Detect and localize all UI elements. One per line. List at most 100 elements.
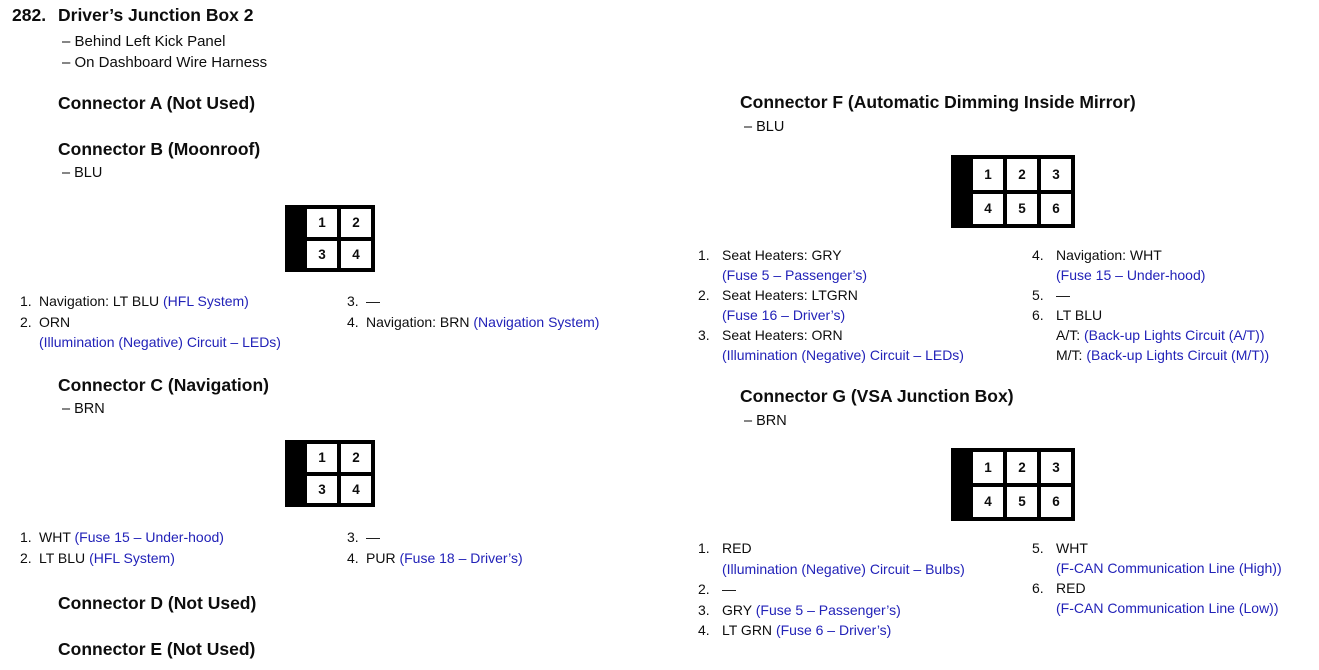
wire-label: LT GRN (722, 622, 776, 638)
pin-cell: 4 (973, 193, 1003, 224)
pin-entry-continuation: (Illumination (Negative) Circuit – LEDs) (698, 345, 1028, 365)
transmission-prefix: M/T: (1056, 347, 1087, 363)
connector-d-heading: Connector D (Not Used) (58, 593, 257, 613)
circuit-link[interactable]: (Fuse 16 – Driver’s) (722, 307, 846, 323)
pin-cell: 2 (1007, 452, 1037, 483)
connector-g-wire-color: – BRN (744, 413, 787, 429)
connector-g-pin-list-col2: 5.WHT (F-CAN Communication Line (High)) … (1032, 538, 1317, 618)
pin-cell: 6 (1041, 193, 1071, 224)
location-notes: – Behind Left Kick Panel – On Dashboard … (62, 31, 267, 73)
connector-a-heading: Connector A (Not Used) (58, 93, 256, 113)
pin-cell: 4 (973, 486, 1003, 517)
wire-label: PUR (366, 549, 400, 566)
transmission-prefix: A/T: (1056, 327, 1085, 343)
pin-number: 6. (1032, 307, 1044, 323)
connector-f-wire-color: – BLU (744, 119, 785, 135)
pin-number: 3. (698, 327, 710, 343)
pin-cell: 5 (1007, 486, 1037, 517)
circuit-link[interactable]: (Fuse 15 – Under-hood) (74, 529, 224, 545)
item-number: 282. (12, 5, 47, 25)
wire-label: GRY (722, 601, 756, 618)
connector-f-heading: Connector F (Automatic Dimming Inside Mi… (740, 92, 1136, 112)
pin-entry: 4.PUR (Fuse 18 – Driver’s) (347, 548, 647, 569)
pin-number: 5. (1032, 540, 1044, 556)
pin-cell: 1 (307, 444, 337, 472)
connector-e-heading: Connector E (Not Used) (58, 639, 256, 659)
pin-entry: 6.RED (1032, 578, 1317, 598)
pin-cell: 4 (341, 475, 371, 503)
circuit-link[interactable]: (HFL System) (163, 293, 249, 309)
pin-number: 1. (698, 247, 710, 263)
pin-number: 1. (20, 529, 32, 545)
pin-entry-continuation: M/T: (Back-up Lights Circuit (M/T)) (1032, 345, 1317, 365)
pin-entry: 2.LT BLU (HFL System) (20, 548, 345, 569)
pin-cell: 2 (1007, 159, 1037, 190)
circuit-link[interactable]: (Illumination (Negative) Circuit – Bulbs… (722, 560, 965, 577)
wire-label: Navigation: LT BLU (39, 293, 163, 309)
wire-label: Seat Heaters: GRY (722, 247, 842, 263)
circuit-link[interactable]: (Fuse 5 – Passenger’s) (722, 267, 867, 283)
circuit-link[interactable]: (Fuse 5 – Passenger’s) (755, 601, 901, 618)
pin-entry-continuation: (Illumination (Negative) Circuit – Bulbs… (698, 559, 1028, 580)
pin-entry-continuation: (Fuse 5 – Passenger’s) (698, 265, 1028, 285)
circuit-link[interactable]: (Illumination (Negative) Circuit – LEDs) (39, 334, 281, 350)
wire-label: ORN (39, 313, 71, 330)
pin-entry: 4.Navigation: BRN (Navigation System) (347, 312, 647, 333)
wire-label: WHT (39, 529, 75, 545)
pin-cell: 3 (307, 475, 337, 503)
pin-number: 6. (1032, 580, 1044, 596)
connector-g-pinout-diagram: 1 2 3 4 5 6 (951, 448, 1075, 521)
pin-entry-continuation: (F-CAN Communication Line (High)) (1032, 558, 1317, 578)
circuit-link[interactable]: (Back-up Lights Circuit (M/T)) (1086, 347, 1270, 363)
pin-entry: 2.Seat Heaters: LTGRN (698, 285, 1028, 305)
circuit-link[interactable]: (Fuse 15 – Under-hood) (1056, 267, 1206, 283)
pin-cell: 1 (973, 159, 1003, 190)
circuit-link[interactable]: (Fuse 6 – Driver’s) (775, 622, 892, 638)
connector-c-pinout-diagram: 1 2 3 4 (285, 440, 375, 507)
wire-label: Seat Heaters: ORN (722, 327, 843, 343)
circuit-link[interactable]: (HFL System) (89, 549, 175, 566)
pin-entry: 4.Navigation: WHT (1032, 245, 1317, 265)
pin-number: 3. (698, 601, 710, 618)
connector-b-wire-color: – BLU (62, 165, 103, 181)
pin-number: 2. (20, 313, 32, 330)
pin-cell: 2 (341, 209, 371, 237)
circuit-link[interactable]: (F-CAN Communication Line (High)) (1056, 560, 1282, 576)
location-line: – Behind Left Kick Panel (62, 33, 226, 50)
pin-number: 4. (698, 622, 710, 638)
pin-entry: 2.— (698, 579, 1028, 600)
pin-cell: 1 (307, 209, 337, 237)
pin-cell: 3 (1041, 159, 1071, 190)
pin-entry: 1.RED (698, 538, 1028, 559)
pin-cell: 6 (1041, 486, 1071, 517)
pin-number: 1. (20, 293, 32, 309)
pin-entry: 1. Navigation: LT BLU (HFL System) (20, 291, 345, 312)
pin-entry-continuation: (F-CAN Communication Line (Low)) (1032, 598, 1317, 618)
connector-c-heading: Connector C (Navigation) (58, 375, 269, 395)
connector-g-pin-list-col1: 1.RED (Illumination (Negative) Circuit –… (698, 538, 1028, 641)
item-heading: 282. Driver’s Junction Box 2 (12, 5, 253, 25)
connector-f-pin-list-col1: 1. Seat Heaters: GRY (Fuse 5 – Passenger’… (698, 245, 1028, 365)
pin-entry-continuation: A/T: (Back-up Lights Circuit (A/T)) (1032, 325, 1317, 345)
pin-number: 1. (698, 540, 710, 556)
wire-label: Navigation: WHT (1056, 247, 1162, 263)
pin-entry: 1. Seat Heaters: GRY (698, 245, 1028, 265)
page-title: Driver’s Junction Box 2 (58, 5, 254, 25)
wire-label: — (366, 293, 380, 309)
connector-c-pin-list-col1: 1. WHT (Fuse 15 – Under-hood) 2.LT BLU (H… (20, 527, 345, 568)
pin-entry: 5.— (1032, 285, 1317, 305)
pin-entry-continuation: (Illumination (Negative) Circuit – LEDs) (20, 332, 345, 353)
pin-entry: 3.— (347, 527, 647, 548)
circuit-link[interactable]: (Navigation System) (473, 313, 600, 330)
pin-cell: 1 (973, 452, 1003, 483)
circuit-link[interactable]: (F-CAN Communication Line (Low)) (1056, 600, 1279, 616)
wire-label: — (722, 581, 736, 597)
circuit-link[interactable]: (Back-up Lights Circuit (A/T)) (1084, 327, 1265, 343)
circuit-link[interactable]: (Illumination (Negative) Circuit – LEDs) (722, 347, 964, 363)
pin-number: 5. (1032, 287, 1044, 303)
circuit-link[interactable]: (Fuse 18 – Driver’s) (399, 549, 523, 566)
pin-cell: 2 (341, 444, 371, 472)
wire-label: WHT (1056, 540, 1088, 556)
connector-c-pin-list-col2: 3.— 4.PUR (Fuse 18 – Driver’s) (347, 527, 647, 568)
